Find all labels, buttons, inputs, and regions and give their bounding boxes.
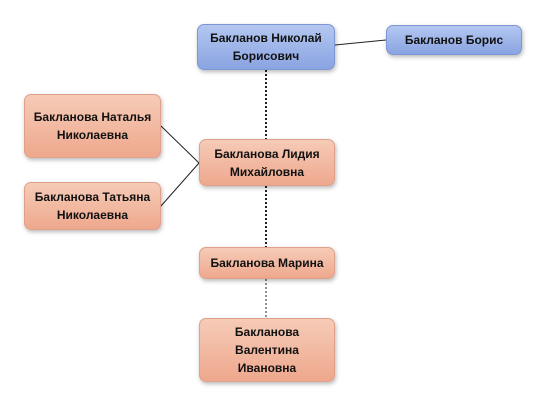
connector-nikolai-boris <box>334 39 387 46</box>
person-node-natalya[interactable]: Бакланова Наталья Николаевна <box>24 94 161 158</box>
person-node-tatyana[interactable]: Бакланова Татьяна Николаевна <box>24 182 161 230</box>
connector-tatyana-lidiya <box>160 162 200 207</box>
person-name: Бакланов Борис <box>404 33 504 47</box>
person-node-boris[interactable]: Бакланов Борис <box>386 25 522 55</box>
person-name: Бакланова Лидия Михайловна <box>214 146 320 179</box>
person-node-lidiya[interactable]: Бакланова Лидия Михайловна <box>199 139 335 186</box>
person-node-valentina[interactable]: Бакланова Валентина Ивановна <box>199 318 335 382</box>
connector-natalya-lidiya <box>160 125 200 164</box>
person-name: Бакланова Татьяна Николаевна <box>34 190 151 222</box>
person-name: Бакланова Наталья Николаевна <box>33 110 152 142</box>
person-name: Бакланова Марина <box>210 256 324 270</box>
person-name: Бакланова Валентина Ивановна <box>234 325 300 375</box>
person-node-nikolai[interactable]: Бакланов Николай Борисович <box>197 24 335 70</box>
person-name: Бакланов Николай Борисович <box>210 31 322 63</box>
person-node-marina[interactable]: Бакланова Марина <box>199 247 335 279</box>
